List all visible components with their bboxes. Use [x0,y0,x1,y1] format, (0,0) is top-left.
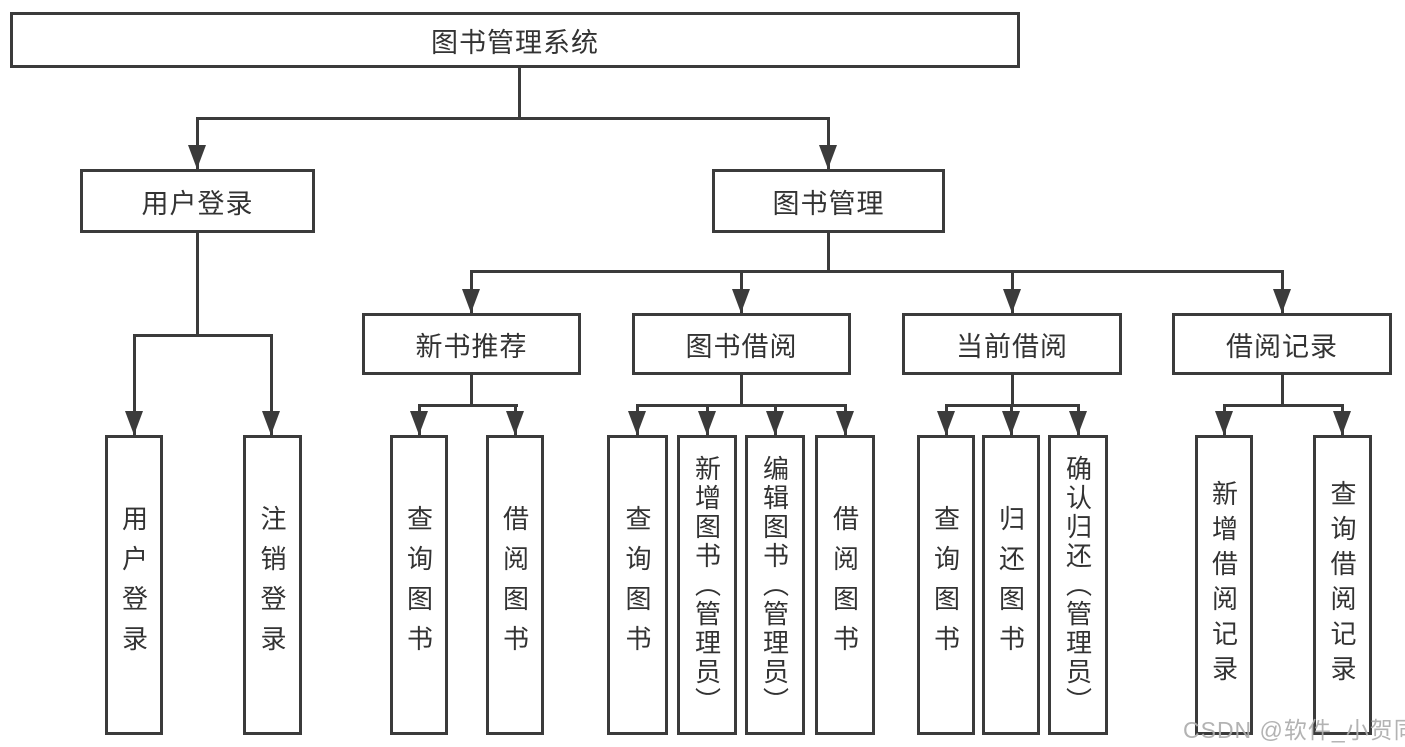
node-book-borrowing: 图书借阅 [632,313,851,375]
leaf-cb-query-books: 查询图书 [917,435,975,735]
leaf-nb-query-books: 查询图书 [390,435,448,735]
leaf-user-login: 用户登录 [105,435,163,735]
connector-bookmgmt-stem [827,233,830,272]
leaf-cb-return-books: 归还图书 [982,435,1040,735]
arrow-down-nb-borrow [506,411,524,435]
node-label: 图书管理 [772,188,885,219]
leaf-label: 借阅图书 [499,505,530,665]
leaf-cb-confirm-return-admin: 确认归还（管理员） [1048,435,1108,735]
leaf-nb-borrow-books: 借阅图书 [486,435,544,735]
node-label: 借阅记录 [1226,331,1338,362]
arrow-down-current-borrow [1003,289,1021,313]
node-label: 用户登录 [141,188,254,219]
connector-drop-user-login [196,117,199,169]
arrow-down-cb-confirm [1069,411,1087,435]
arrow-down-rec-add [1215,411,1233,435]
connector-drop-leaf-logout [270,334,273,435]
arrow-down-book-management [819,145,837,169]
leaf-label: 查询图书 [930,505,961,665]
connector-newbook-rail [418,404,518,407]
connector-userlogin-stem [196,233,199,336]
leaf-label: 用户登录 [118,505,149,665]
leaf-label: 查询图书 [403,505,434,665]
arrow-down-user-login [188,145,206,169]
arrow-down-rec-query [1333,411,1351,435]
arrow-down-borrow-records [1273,289,1291,313]
arrow-down-nb-query [410,411,428,435]
arrow-down-bb-add [698,411,716,435]
connector-drop-book-management [827,117,830,169]
arrow-down-bb-borrow [836,411,854,435]
csdn-watermark: CSDN @软件_小贺同学 [1183,717,1405,743]
leaf-rec-query-record: 查询借阅记录 [1313,435,1372,735]
leaf-label: 查询图书 [622,505,652,665]
leaf-bb-edit-books-admin: 编辑图书（管理员） [745,435,805,735]
node-label: 新书推荐 [415,331,528,362]
arrow-down-new-book [462,289,480,313]
leaf-rec-add-record: 新增借阅记录 [1195,435,1253,735]
arrow-down-bb-edit [766,411,784,435]
connector-bookborrow-rail [636,404,847,407]
node-borrowing-records: 借阅记录 [1172,313,1392,375]
leaf-label: 新增借阅记录 [1208,480,1239,690]
leaf-label: 注销登录 [257,505,287,665]
node-library-management-system: 图书管理系统 [10,12,1020,68]
arrow-down-leaf-login [125,411,143,435]
leaf-label: 编辑图书（管理员） [759,454,790,716]
node-new-book-recommendation: 新书推荐 [362,313,581,375]
leaf-label: 借阅图书 [829,505,860,665]
leaf-bb-add-books-admin: 新增图书（管理员） [677,435,737,735]
arrow-down-leaf-logout [262,411,280,435]
arrow-down-cb-return [1002,411,1020,435]
leaf-label: 归还图书 [995,505,1026,665]
connector-records-rail [1223,404,1344,407]
connector-records-stem [1281,375,1284,406]
connector-currentborrow-stem [1011,375,1014,406]
connector-drop-leaf-login [133,334,136,435]
connector-root-rail [196,117,830,120]
arrow-down-cb-query [937,411,955,435]
connector-root-stem [518,66,521,120]
node-book-management: 图书管理 [712,169,945,233]
node-user-login: 用户登录 [80,169,315,233]
leaf-label: 新增图书（管理员） [691,454,722,716]
leaf-label: 查询借阅记录 [1327,480,1357,690]
node-label: 图书管理系统 [431,27,599,58]
node-label: 图书借阅 [685,331,798,362]
arrow-down-book-borrow [732,289,750,313]
connector-newbook-stem [470,375,473,406]
arrow-down-bb-query [628,411,646,435]
connector-bookmgmt-rail [470,270,1284,273]
connector-userlogin-rail [133,334,273,337]
leaf-label: 确认归还（管理员） [1062,454,1093,716]
leaf-bb-borrow-books: 借阅图书 [815,435,875,735]
connector-bookborrow-stem [740,375,743,406]
leaf-bb-query-books: 查询图书 [607,435,668,735]
leaf-logout: 注销登录 [243,435,302,735]
node-label: 当前借阅 [956,331,1068,362]
node-current-borrowing: 当前借阅 [902,313,1122,375]
